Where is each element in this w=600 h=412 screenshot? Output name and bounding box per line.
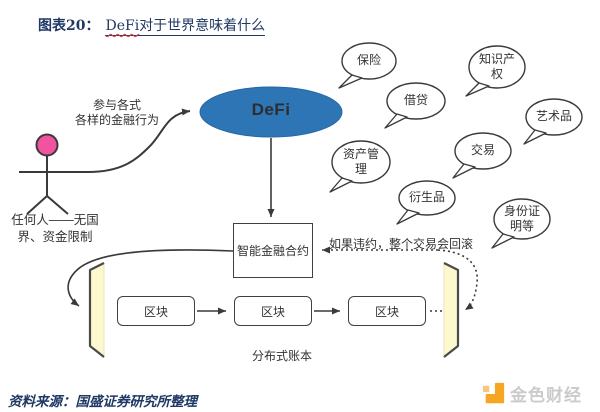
block-3: 区块 bbox=[348, 296, 426, 326]
person-legs bbox=[26, 194, 69, 215]
defi-ellipse bbox=[199, 86, 343, 138]
golden-finance-logo-text: 金色财经 bbox=[510, 386, 582, 405]
bubble-artwork bbox=[523, 98, 583, 145]
golden-finance-logo: 金色财经 bbox=[482, 381, 582, 406]
participate-note: 参与各式 各样的金融行为 bbox=[56, 98, 178, 128]
figure-title-defi: DeFi bbox=[105, 18, 140, 34]
bubble-lending-label: 借贷 bbox=[403, 93, 428, 107]
rollback-dotted-arrow bbox=[322, 246, 478, 311]
bubble-asset-management bbox=[329, 140, 391, 193]
block-1-label: 区块 bbox=[143, 304, 168, 319]
figure-title-text: DeFi对于世界意味着什么 bbox=[105, 18, 266, 36]
bubble-artwork-label: 艺术品 bbox=[535, 109, 572, 123]
person-head bbox=[35, 133, 59, 157]
contract-loopback-arrow bbox=[67, 249, 234, 307]
person-note-line1: 任何人——无国 bbox=[11, 213, 99, 227]
bubble-asset-management-label: 资产管理 bbox=[342, 147, 379, 176]
figure-title-rest: 对于世界意味着什么 bbox=[139, 18, 266, 34]
left-bracket bbox=[88, 262, 105, 358]
participate-note-line2: 各样的金融行为 bbox=[74, 113, 159, 127]
figure-number: 图表20： bbox=[38, 18, 100, 34]
speech-bubbles bbox=[329, 42, 583, 249]
bubble-insurance bbox=[338, 42, 397, 89]
bubble-trading-label: 交易 bbox=[470, 143, 495, 157]
block-2-label: 区块 bbox=[260, 304, 285, 319]
right-bracket bbox=[443, 262, 460, 358]
person-note: 任何人——无国 界、资金限制 bbox=[8, 212, 102, 246]
block-2: 区块 bbox=[234, 296, 312, 326]
bubble-intellectual-property-label: 知识产权 bbox=[478, 52, 515, 81]
participate-note-line1: 参与各式 bbox=[92, 98, 141, 112]
defi-label: DeFi bbox=[251, 100, 291, 119]
bubble-trading bbox=[452, 132, 512, 179]
bubble-identity-label: 身份证明等 bbox=[503, 204, 540, 233]
bubble-identity bbox=[491, 198, 551, 249]
rollback-note: 如果违约，整个交易会回滚 bbox=[329, 237, 474, 251]
bubble-intellectual-property bbox=[465, 45, 526, 97]
block-3-label: 区块 bbox=[374, 304, 399, 319]
block-1: 区块 bbox=[117, 296, 195, 326]
source-note: 资料来源：国盛证券研究所整理 bbox=[8, 394, 197, 410]
bubble-derivatives-label: 衍生品 bbox=[408, 190, 445, 204]
person-figure bbox=[26, 133, 69, 215]
bubble-insurance-label: 保险 bbox=[356, 53, 381, 67]
smart-contract-box: 智能金融合约 bbox=[233, 223, 313, 278]
rollback-dotted-curve bbox=[437, 249, 478, 311]
figure-title: 图表20： DeFi对于世界意味着什么 bbox=[38, 15, 266, 36]
ledger-label: 分布式账本 bbox=[251, 349, 312, 363]
person-note-line2: 界、资金限制 bbox=[17, 230, 93, 244]
participate-arrow bbox=[19, 108, 191, 173]
bubble-lending bbox=[384, 82, 446, 129]
bubble-derivatives bbox=[396, 180, 456, 225]
smart-contract-label: 智能金融合约 bbox=[236, 244, 309, 258]
golden-finance-logo-icon bbox=[482, 382, 505, 403]
